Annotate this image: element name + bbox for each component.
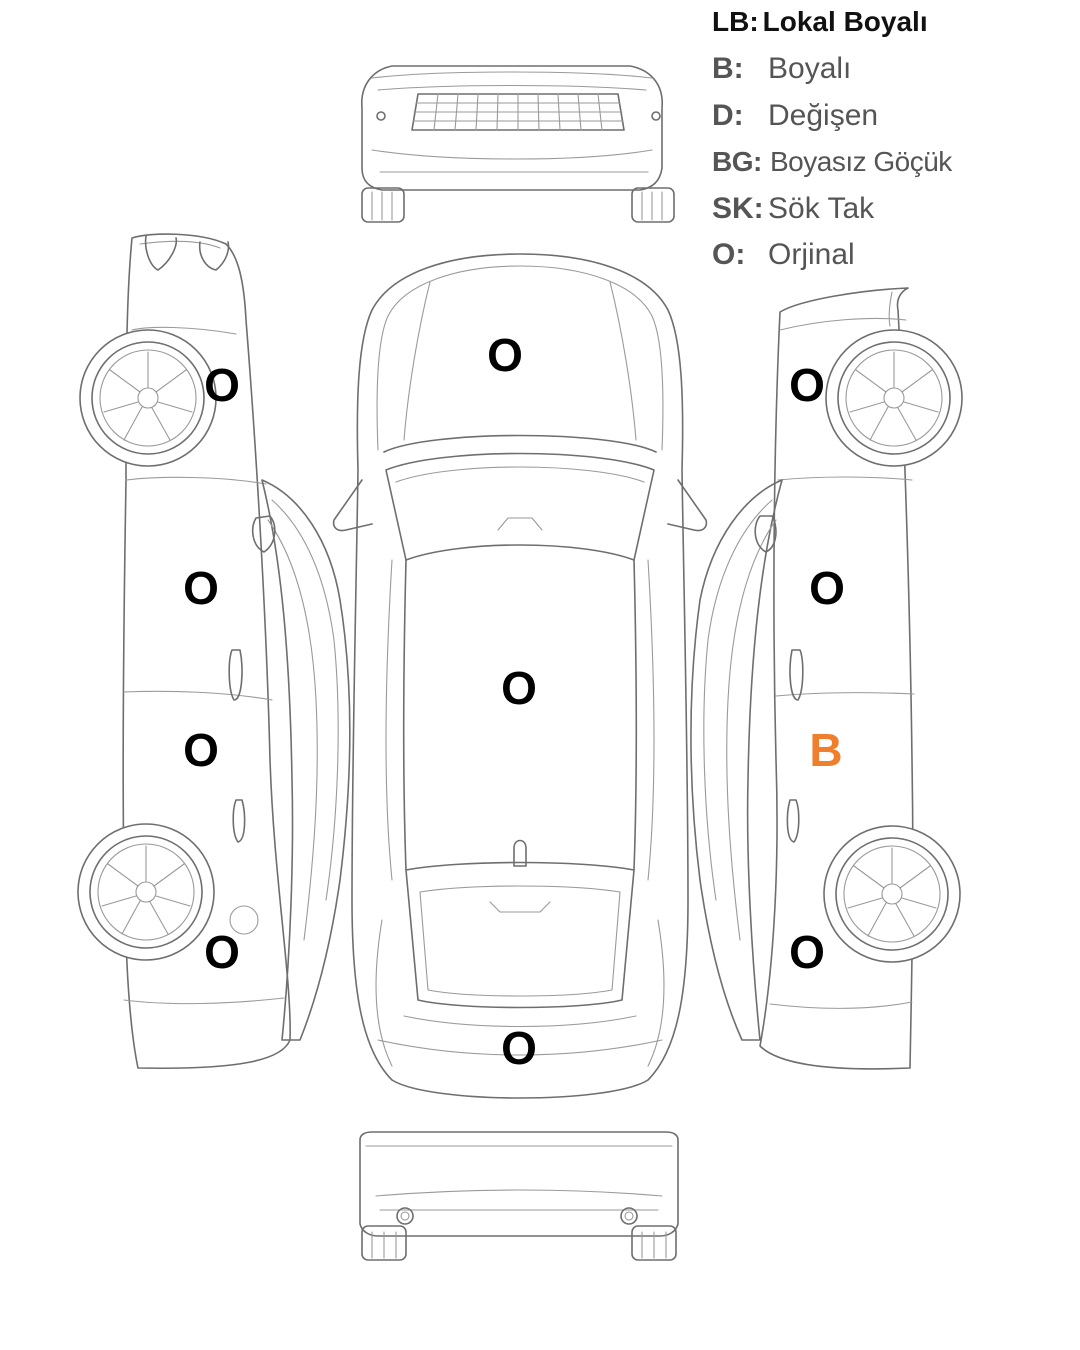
front-bumper-view [361, 65, 675, 223]
legend-label: Boyalı [768, 52, 852, 85]
trunk-status: O [501, 1022, 537, 1074]
right-front-wheel-spokes [849, 351, 939, 441]
legend-code: O: [712, 238, 746, 271]
right-rear-door-status: B [809, 724, 843, 776]
roof-status: O [501, 662, 537, 714]
left-rear-fender-status: O [204, 926, 240, 978]
legend-code: LB: [712, 6, 759, 37]
legend-code: BG: [712, 146, 762, 177]
legend-code: SK: [712, 192, 764, 225]
right-rear-wheel-spokes [847, 847, 937, 937]
legend-label: Lokal Boyalı [762, 6, 928, 37]
right-rear-fender-status: O [789, 926, 825, 978]
rear-bumper-view [359, 1131, 679, 1261]
legend-item-lb: LB:Lokal Boyalı [712, 6, 928, 38]
legend-item-sk: SK:Sök Tak [712, 192, 874, 226]
top-view [332, 253, 708, 1099]
left-rear-door-status: O [183, 724, 219, 776]
left-front-wheel-spokes [103, 351, 193, 441]
legend-item-b: B: Boyalı [712, 52, 851, 86]
legend-item-bg: BG: Boyasız Göçük [712, 146, 952, 178]
legend-label: Sök Tak [768, 192, 875, 225]
legend-label: Orjinal [768, 238, 855, 271]
hood-status: O [487, 329, 523, 381]
left-rear-wheel-spokes [101, 845, 191, 935]
legend-code: D: [712, 99, 744, 132]
legend-item-d: D: Değişen [712, 99, 878, 133]
legend-label: Değişen [768, 99, 879, 132]
left-front-door-status: O [183, 562, 219, 614]
legend-label: Boyasız Göçük [770, 146, 952, 177]
right-front-door-status: O [809, 562, 845, 614]
legend-code: B: [712, 52, 744, 85]
right-front-fender-status: O [789, 359, 825, 411]
left-front-fender-status: O [204, 359, 240, 411]
left-side-view [77, 233, 351, 1070]
right-side-view [690, 287, 963, 1070]
legend-item-o: O: Orjinal [712, 238, 855, 272]
